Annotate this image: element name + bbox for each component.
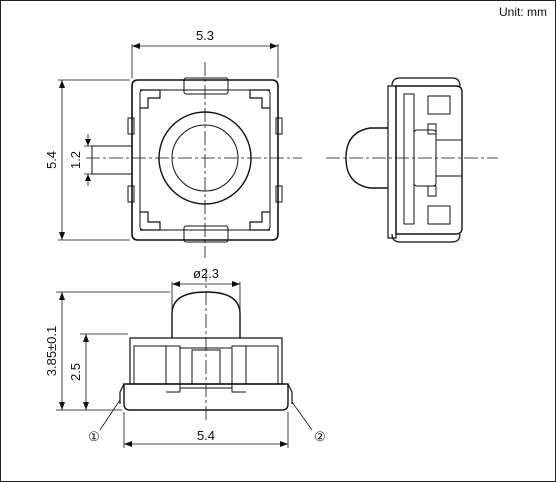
bottom-lug [183,225,229,243]
unit-label: Unit: mm [499,5,547,19]
leader-terminal-2 [291,401,313,431]
dim-total-height-label: 3.85±0.1 [44,326,59,377]
dim-terminal-width-label: 1.2 [68,151,83,169]
dim-top-width-label: 5.3 [196,28,214,43]
dim-top-width [131,43,279,78]
dim-bottom-width-label: 5.4 [197,428,215,443]
callout-terminal-1: ① [88,429,100,444]
dim-terminal-width [84,134,92,186]
top-lug [183,77,229,95]
front-view [119,268,293,420]
dim-total-height [56,291,170,411]
dim-knob-diameter [171,281,241,312]
front-view-base [123,383,289,411]
top-view-body-outline [131,79,279,241]
left-terminal [91,145,133,175]
dim-body-height [80,333,128,410]
dim-bottom-width [123,412,289,448]
dim-side-height-label: 5.4 [44,151,59,169]
side-view-body [395,85,463,235]
side-view [326,77,498,243]
leader-terminal-1 [99,399,121,431]
top-view [86,62,302,258]
dim-knob-diameter-label: ø2.3 [193,266,219,281]
dim-body-height-label: 2.5 [68,363,83,381]
callout-terminal-2: ② [314,429,326,444]
dim-side-height [58,79,130,241]
front-view-body [129,337,283,385]
